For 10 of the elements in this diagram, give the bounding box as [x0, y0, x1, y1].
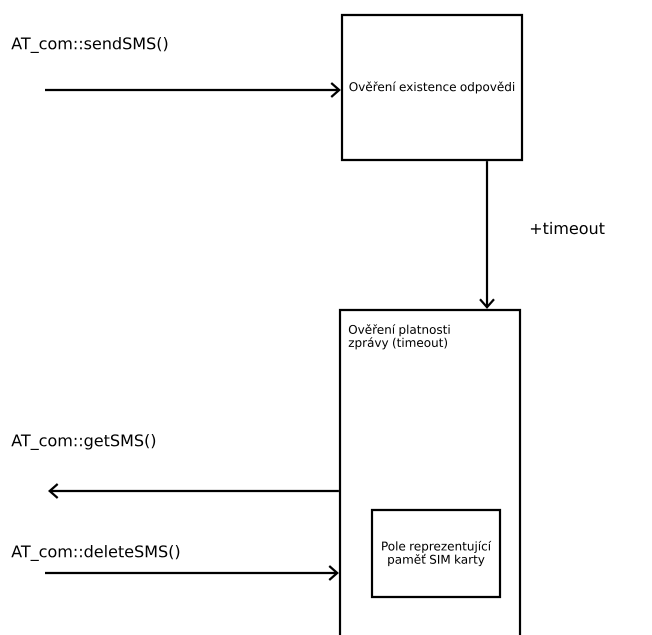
edge-label: AT_com::getSMS() [10, 433, 158, 451]
arrow [45, 565, 339, 581]
arrow [479, 161, 495, 309]
arrow [48, 483, 339, 499]
process-box: Pole reprezentující paměť SIM karty [370, 508, 502, 598]
edge-label: AT_com::deleteSMS() [10, 544, 182, 562]
process-box: Ověření existence odpovědi [340, 14, 524, 162]
edge-label: +timeout [528, 220, 606, 236]
arrow [45, 82, 341, 98]
edge-label: AT_com::sendSMS() [10, 36, 170, 54]
